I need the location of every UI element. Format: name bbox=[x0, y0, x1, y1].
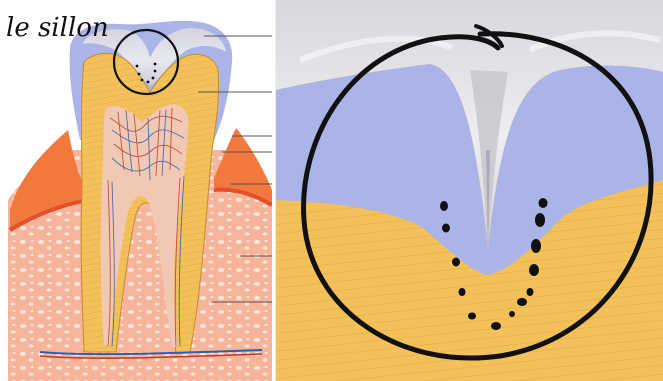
groove-zoom-panel bbox=[276, 0, 663, 381]
tooth-diagram-panel: le sillon bbox=[0, 0, 272, 381]
panel-divider bbox=[272, 0, 276, 381]
annotation-label: le sillon bbox=[6, 13, 109, 43]
